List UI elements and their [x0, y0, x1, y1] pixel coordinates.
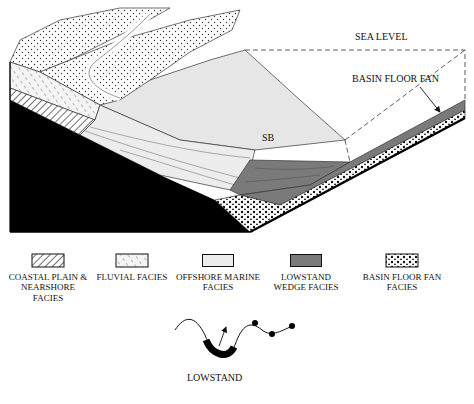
boundary-label: SB — [262, 132, 274, 144]
sea-level-label: SEA LEVEL — [355, 31, 408, 43]
fan-label: BASIN FLOOR FAN — [352, 73, 439, 85]
stage-label: LOWSTAND — [187, 372, 242, 384]
legend-swatch — [290, 254, 322, 267]
legend-text: COASTAL PLAIN & NEARSHORE FACIES — [6, 272, 90, 303]
legend-pattern — [32, 254, 64, 267]
legend-pattern — [386, 254, 418, 267]
legend-swatch — [202, 254, 234, 267]
legend-text: OFFSHORE MARINE FACIES — [176, 272, 260, 293]
legend-text: LOWSTAND WEDGE FACIES — [264, 272, 348, 293]
legend-text: FLUVIAL FACIES — [90, 272, 174, 282]
legend-pattern — [116, 254, 148, 267]
legend-text: BASIN FLOOR FAN FACIES — [360, 272, 444, 293]
